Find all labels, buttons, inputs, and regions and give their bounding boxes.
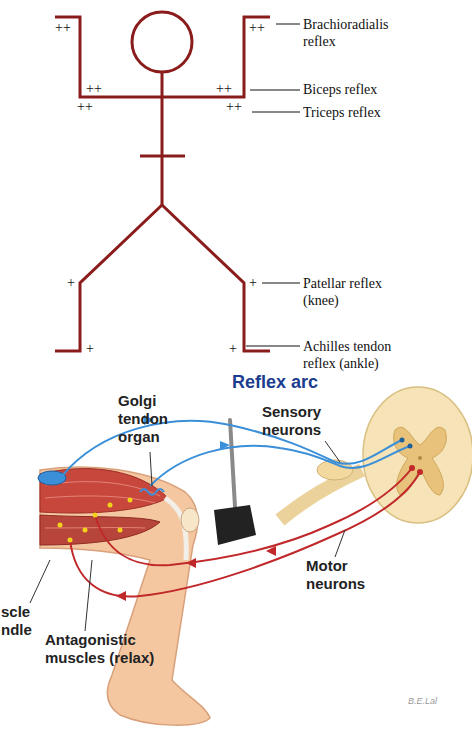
reflex-grade: + <box>86 340 106 357</box>
reflex-grade: ++ <box>226 98 256 115</box>
leader-line <box>262 283 300 284</box>
sensory-neuron <box>150 446 410 486</box>
motor-neuron <box>95 468 412 565</box>
leader-line <box>30 560 50 603</box>
leg-lines <box>55 205 270 351</box>
reflex-grade: + <box>249 274 269 291</box>
leader-line <box>276 24 300 25</box>
nerve-root <box>280 470 362 520</box>
leader-line <box>325 441 340 462</box>
reflex-grade: ++ <box>77 98 107 115</box>
reflex-name: Brachioradialis reflex <box>303 16 418 50</box>
motor-end-plate <box>108 503 113 508</box>
watermark: B.E.Lal <box>408 696 458 707</box>
synapse-terminal <box>408 444 413 449</box>
leader-line <box>252 112 300 113</box>
arrowhead <box>220 441 230 450</box>
reflex-grade: ++ <box>55 19 85 36</box>
body-line <box>161 72 164 205</box>
motor-end-plate <box>128 498 133 503</box>
diagram-title: Reflex arc <box>190 372 360 393</box>
motor-end-plate <box>68 538 73 543</box>
arrowhead <box>116 591 126 601</box>
reflex-grade: ++ <box>86 80 116 97</box>
motor-cell-body <box>417 469 423 475</box>
reflex-grade: + <box>67 274 87 291</box>
reflex-name: Triceps reflex <box>303 104 463 121</box>
arrowhead <box>186 558 196 568</box>
patellar-tendon <box>165 498 186 560</box>
motor-cell-body <box>409 465 415 471</box>
grey-matter <box>394 427 447 495</box>
reflex-grade: ++ <box>249 19 279 36</box>
leader-line <box>335 530 345 557</box>
central-canal <box>418 456 422 460</box>
leader-line <box>250 90 300 91</box>
leader-line <box>85 560 92 631</box>
spinal-cord <box>363 387 472 523</box>
motor-end-plate <box>58 523 63 528</box>
reflex-grade: + <box>229 340 249 357</box>
motor-end-plate <box>118 528 123 533</box>
leader-line <box>150 452 152 486</box>
hammer-head <box>214 505 256 545</box>
motor-end-plate <box>93 513 98 518</box>
head-circle <box>132 12 192 72</box>
leg-illustration <box>40 467 210 725</box>
reflex-name: Patellar reflex (knee) <box>303 275 413 309</box>
part-label: Golgi tendon organ <box>118 392 182 446</box>
part-label: Antagonistic muscles (relax) <box>45 631 159 667</box>
reflex-grade: ++ <box>216 80 246 97</box>
motor-neuron <box>70 472 420 597</box>
arrowhead <box>266 546 276 556</box>
golgi-tendon-organ <box>140 489 164 495</box>
muscle-spindle <box>38 471 66 485</box>
motor-end-plate <box>83 528 88 533</box>
kneecap <box>181 508 199 532</box>
part-label: Motor neurons <box>306 557 388 593</box>
reflex-name: Achilles tendon reflex (ankle) <box>303 338 418 372</box>
body-crossbar <box>140 155 185 158</box>
part-label: scle ndle <box>1 603 39 639</box>
synapse-terminal <box>400 438 405 443</box>
part-label: Sensory neurons <box>262 403 344 439</box>
leader-line <box>246 346 300 347</box>
hammer-handle <box>230 420 235 507</box>
reflex-name: Biceps reflex <box>303 81 463 98</box>
